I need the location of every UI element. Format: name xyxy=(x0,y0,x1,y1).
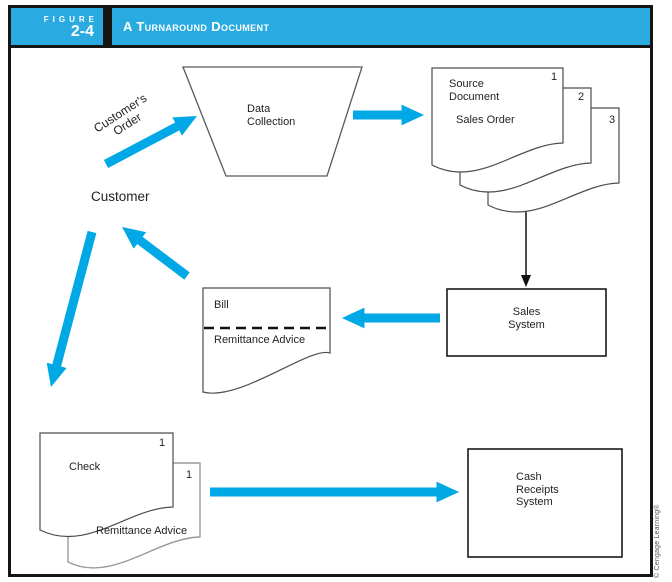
check-remittance-advice-label: Remittance Advice xyxy=(96,525,188,537)
remittance-copy-label: 1 xyxy=(186,469,193,481)
figure-number-cell: FIGURE 2-4 xyxy=(11,8,103,45)
check-label: Check xyxy=(69,461,101,473)
source-copy-3-label: 3 xyxy=(609,114,616,126)
source-document-1-shape xyxy=(431,67,564,173)
sales-system-label: Sales System xyxy=(508,306,545,331)
source-copy-1-label: 1 xyxy=(551,71,558,83)
sales-order-label: Sales Order xyxy=(456,114,515,126)
sales-system-shape xyxy=(446,288,607,357)
arrow-customers-order xyxy=(103,116,198,168)
bill-label: Bill xyxy=(214,299,229,311)
figure-label: FIGURE xyxy=(43,15,98,24)
data-collection-shape xyxy=(182,66,363,177)
bill-document-shape xyxy=(202,287,331,394)
source-copy-2-label: 2 xyxy=(578,91,585,103)
arrow-customer-to-check xyxy=(46,230,97,388)
bill-remittance-advice-label: Remittance Advice xyxy=(214,334,306,346)
check-copy-label: 1 xyxy=(159,437,166,449)
figure-header: FIGURE 2-4 A Turnaround Document xyxy=(11,8,650,48)
figure-title: A Turnaround Document xyxy=(123,19,270,34)
cash-receipts-system-label: Cash Receipts System xyxy=(516,471,559,508)
customer-label: Customer xyxy=(91,189,150,204)
header-divider xyxy=(103,8,112,45)
check-document-shape xyxy=(39,432,174,538)
data-collection-label: Data Collection xyxy=(247,103,296,128)
cash-receipts-system-shape xyxy=(467,448,623,558)
source-document-label: Source Document xyxy=(449,78,500,103)
copyright-credit: © Cengage Learning® xyxy=(654,504,661,578)
figure-number: 2-4 xyxy=(70,23,94,40)
arrow-bill-to-customer xyxy=(122,226,190,280)
